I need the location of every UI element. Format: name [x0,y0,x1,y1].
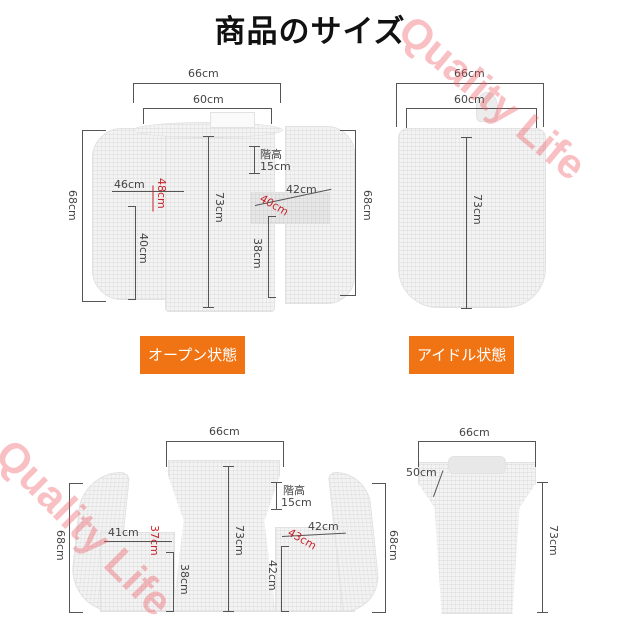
dim-line-side-66 [166,441,284,467]
dim-front-table-width: 66cm [459,426,490,439]
dim-line-front-73 [537,482,548,613]
dim-left-seat-depth: 48cm [155,178,168,209]
dim-right-seat-height: 38cm [251,238,264,269]
dim-right-chair-height: 68cm [361,190,374,221]
dim-line-side-42-height [281,546,289,612]
idle-state-tag: アイドル状態 [409,336,515,374]
dim-side-table-width: 66cm [209,425,240,438]
front-table-items [448,456,506,474]
idle-plant-shape [476,92,498,122]
dim-side-left-chair-height: 68cm [54,530,67,561]
front-table-shape [418,462,536,614]
dim-side-step-height: 15cm [281,496,312,509]
dim-line-idle-60 [406,108,537,128]
dim-line-idle-73 [461,137,472,309]
dim-line-idle-66 [396,83,544,127]
dim-line-side-step [271,482,282,510]
dim-table-top-width: 60cm [193,93,224,106]
table-books-shape [210,112,255,128]
dim-line-side-left-68 [69,483,83,613]
dim-side-left-seat-depth: 37cm [148,525,161,556]
dim-line-side-38 [166,552,174,612]
dim-line-right-38 [268,216,276,298]
dim-line-48 [152,185,154,212]
step-label: 階高 [260,148,282,161]
dim-line-66 [133,83,281,103]
dim-left-chair-height: 68cm [66,190,79,221]
page-title: 商品のサイズ [214,14,406,50]
dim-line-right-68 [340,130,356,296]
dim-line-left-40 [128,206,136,300]
dim-line-60 [143,108,272,124]
dim-front-table-height: 73cm [547,525,560,556]
dim-line-front-66 [418,441,536,467]
open-state-view: 66cm 60cm 68cm 46cm 48cm 40cm 73cm 階高 15… [0,0,390,374]
dim-line-side-73 [223,466,234,612]
dim-side-right-seat-width: 42cm [308,520,339,533]
dim-line-left-68 [82,130,106,302]
open-state-tag: オープン状態 [140,336,246,374]
side-step-label: 階高 [283,484,305,497]
dim-table-height: 73cm [213,192,226,223]
dim-front-top-depth: 50cm [406,466,437,479]
side-view: 66cm 68cm 41cm 37cm 38cm 73cm 階高 15cm 42… [0,410,390,626]
dim-idle-outer-width: 66cm [454,67,485,80]
side-left-chair-seat [100,532,175,612]
front-view: 68cm 66cm 50cm 73cm [380,410,620,626]
dim-front-chair-height: 68cm [387,530,400,561]
dim-line-46 [112,191,184,192]
dim-left-seat-height: 40cm [137,233,150,264]
idle-state-view: 66cm 60cm 73cm アイドル状態 [380,0,620,374]
dim-line-side-right-68 [372,483,386,613]
dim-side-table-height: 73cm [233,525,246,556]
dim-side-left-seat-height: 38cm [178,564,191,595]
dim-line-73 [203,136,214,308]
dim-line-step [249,146,260,174]
dim-idle-inner-width: 60cm [454,93,485,106]
dim-table-outer-width: 66cm [188,67,219,80]
right-chair-seat-shape [250,192,330,224]
side-table-shape [168,460,280,612]
dim-line-41 [104,541,172,542]
dim-idle-height: 73cm [471,194,484,225]
dim-left-seat-width: 46cm [114,178,145,191]
dim-step-height: 15cm [260,160,291,173]
dim-side-left-seat-width: 41cm [108,526,139,539]
dim-right-seat-width: 42cm [286,183,317,196]
dim-side-right-seat-height: 42cm [266,560,279,591]
idle-cylinder-shape [398,128,546,308]
